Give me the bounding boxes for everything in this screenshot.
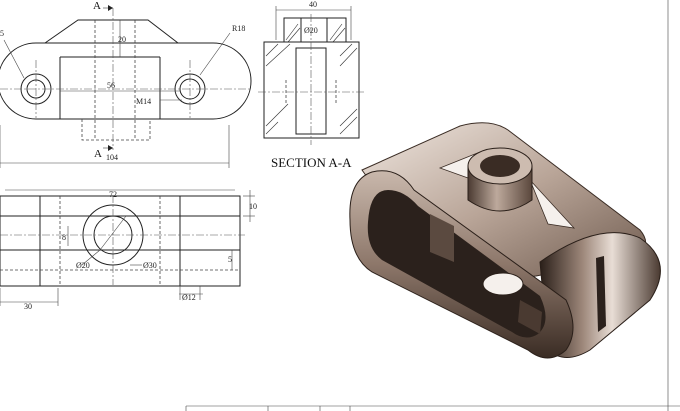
dim-r18-leader bbox=[199, 32, 231, 76]
dim-40: 40 bbox=[309, 0, 317, 9]
section-caption: SECTION A-A bbox=[271, 155, 352, 170]
render-slot bbox=[367, 190, 546, 338]
top-view-hidden-3 bbox=[81, 119, 151, 141]
isometric-render bbox=[349, 122, 661, 359]
dim-5-leader bbox=[3, 39, 25, 79]
dim-104: 104 bbox=[106, 153, 118, 162]
render-front-hole bbox=[482, 272, 524, 296]
dim-phi20: Ø20 bbox=[76, 261, 90, 270]
section-body bbox=[263, 41, 360, 139]
sheet-frame bbox=[185, 0, 680, 411]
dim-phi30: Ø30 bbox=[143, 261, 157, 270]
dim-56: 56 bbox=[107, 81, 115, 90]
dim-5b: 5 bbox=[228, 255, 232, 264]
dim-5: 5 bbox=[0, 29, 4, 38]
section-view: 40 Ø20 SECTION A-A bbox=[258, 0, 366, 170]
render-inner-wall bbox=[430, 214, 454, 262]
dim-phi12: Ø12 bbox=[182, 293, 196, 302]
dim-30: 30 bbox=[24, 302, 32, 311]
section-mark-top: A bbox=[93, 0, 101, 12]
front-view: 72 10 8 Ø20 Ø30 5 30 Ø12 bbox=[0, 189, 257, 311]
top-view-boss-edge bbox=[44, 19, 179, 44]
dim-72: 72 bbox=[109, 190, 117, 199]
section-mark-bottom: A bbox=[94, 148, 102, 160]
section-arrowhead-bottom bbox=[108, 145, 113, 151]
top-view-outline bbox=[0, 42, 252, 120]
render-cutout-right bbox=[529, 179, 576, 229]
section-boss-hatch bbox=[285, 23, 346, 43]
dim-r18: R18 bbox=[232, 24, 245, 33]
dim-10: 10 bbox=[249, 202, 257, 211]
dim-phi20-leader bbox=[81, 249, 101, 266]
render-boss-bore bbox=[480, 155, 520, 177]
render-inner-wall-2 bbox=[518, 300, 542, 334]
front-view-outline bbox=[0, 195, 241, 287]
top-view: A A 20 56 M14 R18 5 104 bbox=[0, 0, 252, 168]
section-arrowhead-top bbox=[108, 5, 113, 11]
section-body-hatch bbox=[265, 43, 358, 135]
dim-m14: M14 bbox=[136, 97, 151, 106]
dim-8: 8 bbox=[62, 233, 66, 242]
dim-20: 20 bbox=[118, 35, 126, 44]
render-right-slit bbox=[596, 256, 606, 332]
